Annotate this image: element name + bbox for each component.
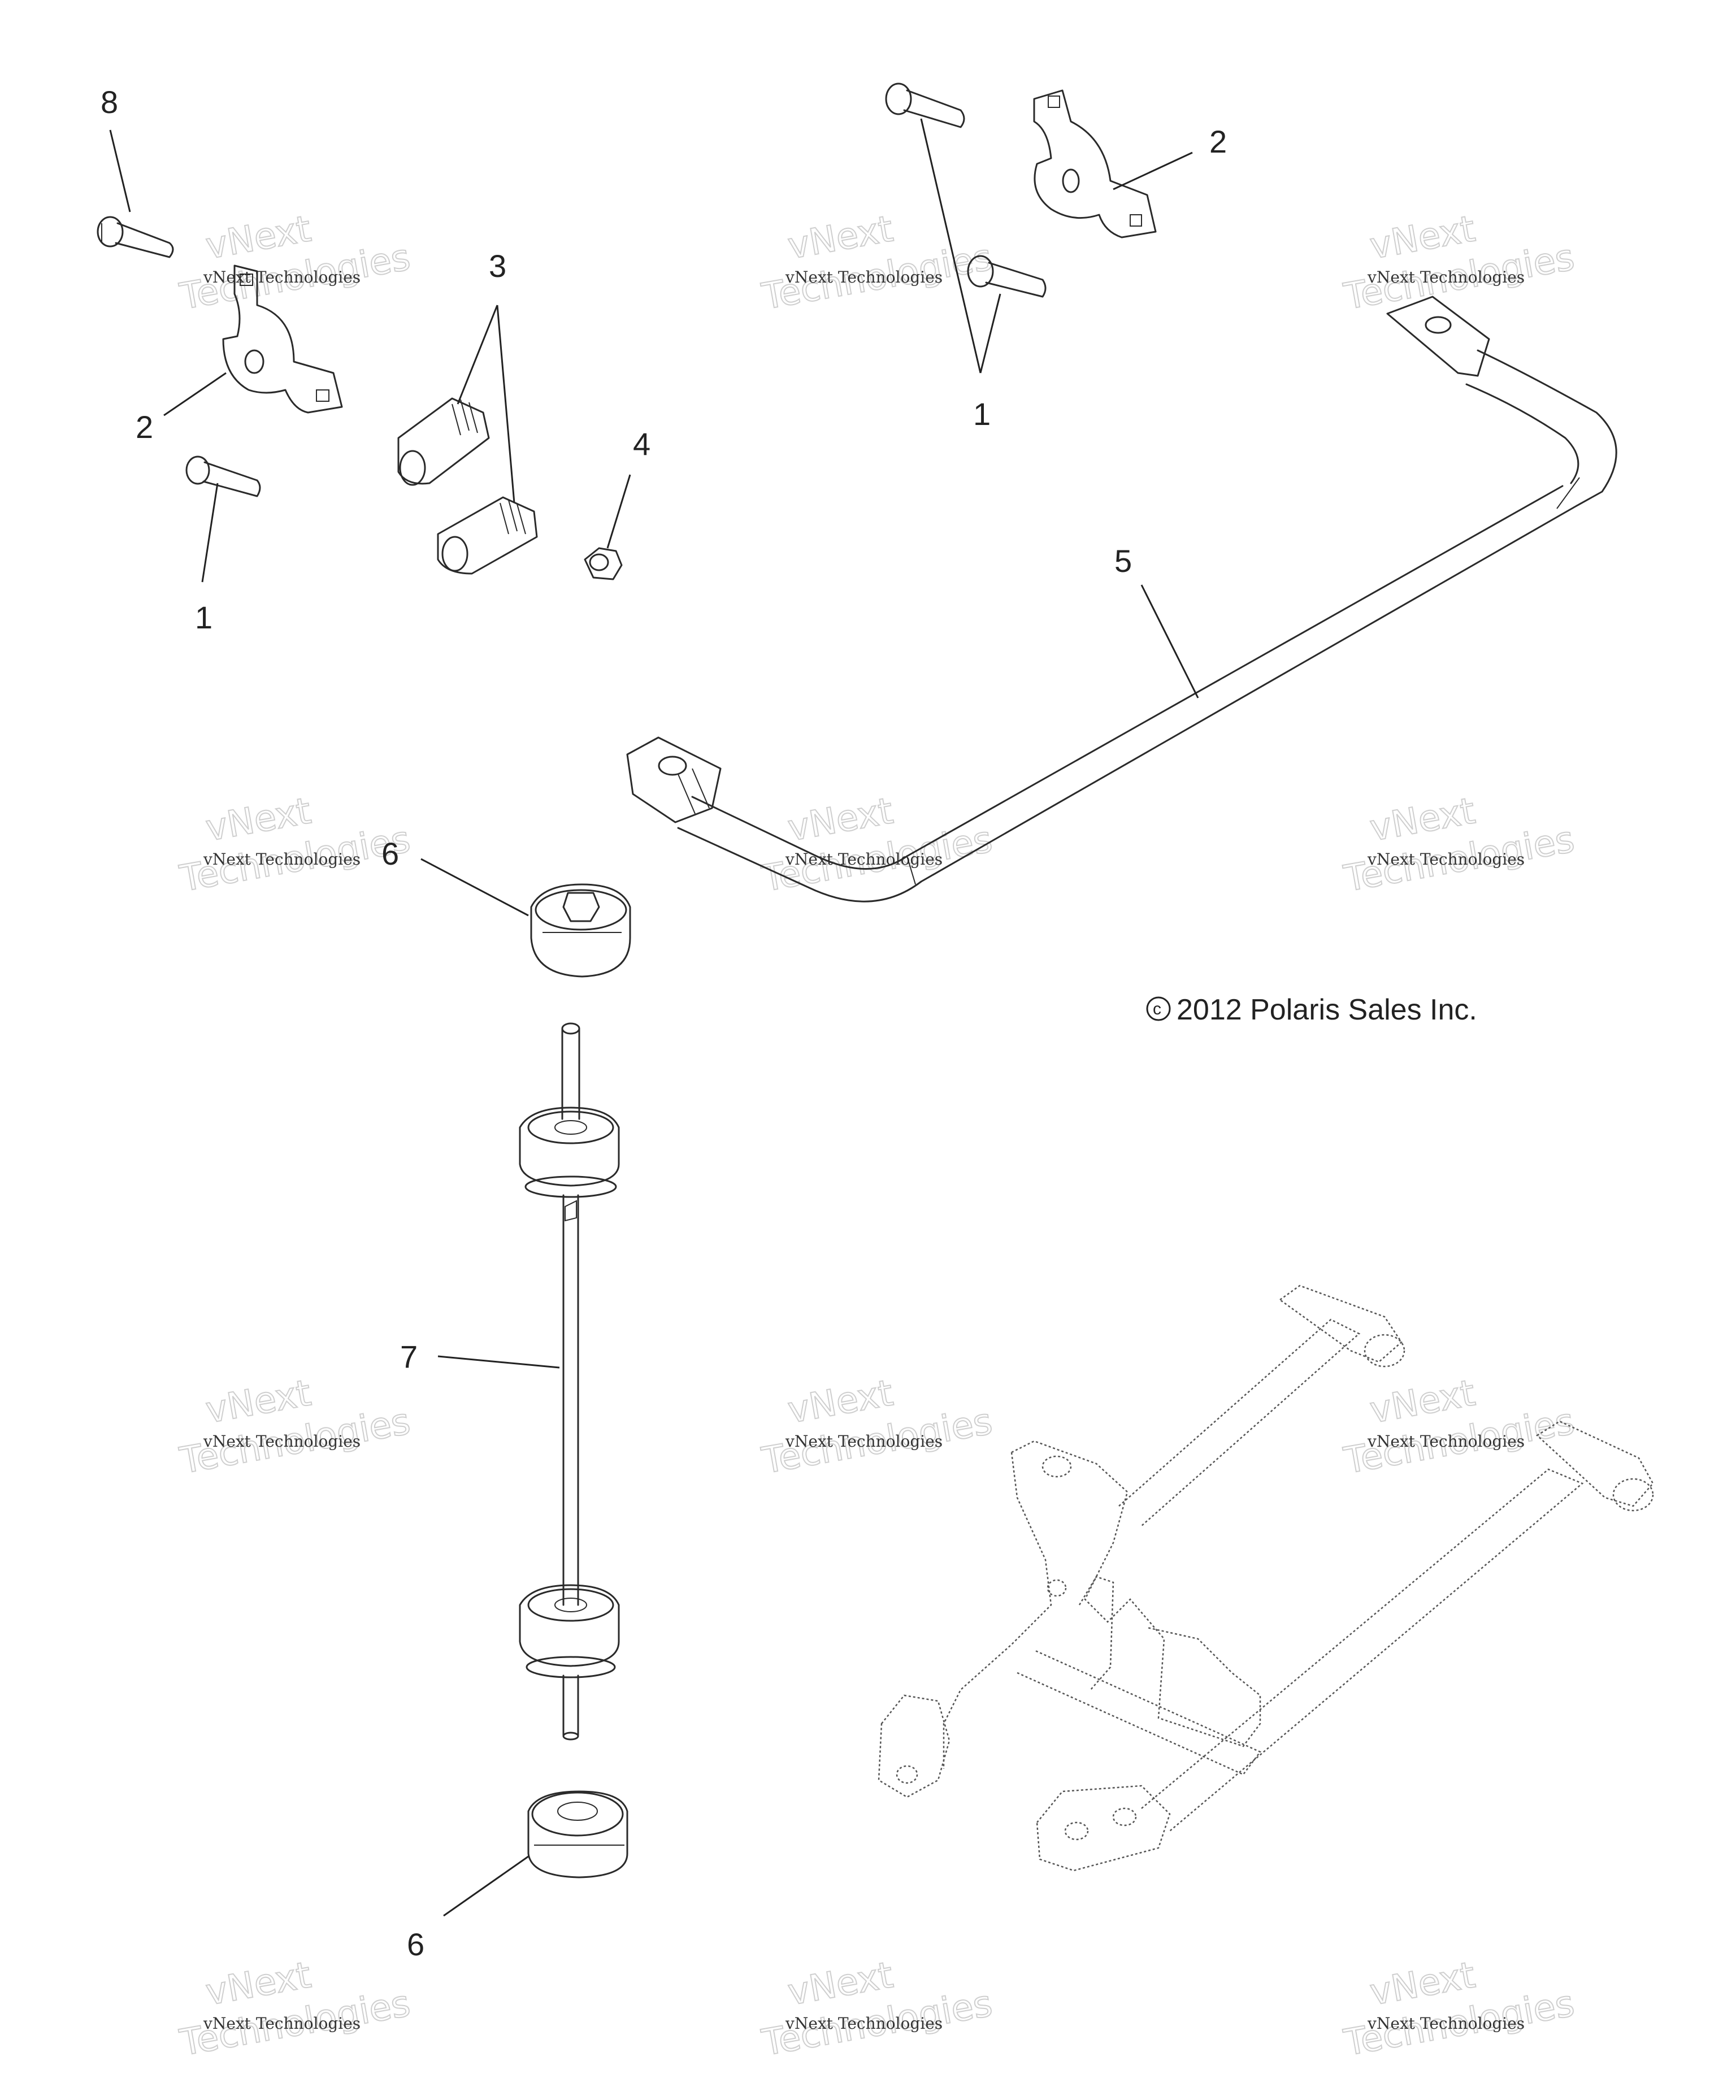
watermark-text: vNext Technologies: [203, 268, 361, 287]
watermark-text: vNext Technologies: [1367, 268, 1525, 287]
leader-2-left: [163, 372, 227, 416]
watermark: Technologies vNext vNext Technologies: [176, 207, 414, 319]
callout-5: 5: [1114, 543, 1132, 579]
leader-lines: [109, 118, 1199, 1917]
part-2-bracket-left: [222, 264, 343, 414]
leader-3-lower: [496, 305, 515, 504]
watermark: Technologies vNext vNext Technologies: [176, 789, 414, 901]
watermark: Technologies vNext vNext Technologies: [1340, 207, 1578, 319]
callout-1-right: 1: [973, 396, 991, 432]
watermark: Technologies vNext vNext Technologies: [758, 207, 996, 319]
part-6-grommet-lower: [527, 1790, 628, 1878]
part-4-nut: [584, 547, 623, 580]
leader-7: [437, 1355, 560, 1369]
watermark: Technologies vNext vNext Technologies: [758, 1954, 996, 2065]
watermark-text: vNext Technologies: [203, 850, 361, 869]
callout-6-top: 6: [381, 836, 399, 871]
callout-3: 3: [489, 248, 506, 284]
leader-8: [109, 129, 131, 212]
callouts: 8 2 3 4 1 1 2 5 6 7 6: [101, 84, 1227, 1962]
callout-1-left: 1: [195, 600, 212, 635]
watermark-text: vNext Technologies: [203, 1432, 361, 1451]
watermark-text: vNext Technologies: [1367, 2014, 1525, 2033]
part-1-bolt-right-lower: [967, 255, 1047, 298]
watermarks: Technologies vNext vNext Technologies Te…: [176, 207, 1578, 2065]
callout-6-bottom: 6: [407, 1927, 424, 1962]
copyright-circle: [1146, 996, 1171, 1021]
leader-3-upper: [457, 305, 498, 405]
part-8-bolt: [97, 216, 174, 258]
callout-7: 7: [400, 1339, 418, 1374]
callout-8: 8: [101, 84, 118, 120]
watermark-text: vNext Technologies: [203, 2014, 361, 2033]
part-1-bolt-left: [185, 455, 261, 497]
callout-2-right: 2: [1209, 124, 1227, 159]
leader-2-right: [1113, 151, 1193, 190]
watermark: Technologies vNext vNext Technologies: [1340, 789, 1578, 901]
leader-6-top: [420, 858, 529, 917]
callout-2-left: 2: [136, 409, 153, 445]
part-2-bracket-right: [1033, 89, 1157, 238]
callout-4: 4: [633, 426, 650, 462]
part-1-bolt-right-upper: [885, 83, 965, 128]
watermark: Technologies vNext vNext Technologies: [176, 1372, 414, 1483]
part-5-stabilizer-bar: [626, 296, 1617, 903]
watermark-text: vNext Technologies: [1367, 850, 1525, 869]
copyright-text: 2012 Polaris Sales Inc.: [1177, 993, 1477, 1026]
reference-a-arm-assembly: [878, 1285, 1654, 1872]
leader-6-bottom: [443, 1855, 529, 1917]
part-3-bushing-upper: [397, 397, 490, 486]
copyright-notice: c 2012 Polaris Sales Inc.: [1146, 993, 1477, 1026]
leader-4: [606, 474, 631, 549]
watermark: Technologies vNext vNext Technologies: [1340, 1954, 1578, 2065]
watermark: Technologies vNext vNext Technologies: [176, 1954, 414, 2065]
watermark-text: vNext Technologies: [785, 2014, 943, 2033]
watermark-text: vNext Technologies: [1367, 1432, 1525, 1451]
watermark: Technologies vNext vNext Technologies: [1340, 1372, 1578, 1483]
watermark-text: vNext Technologies: [785, 1432, 943, 1451]
leader-5: [1140, 584, 1199, 698]
watermark-text: vNext Technologies: [785, 268, 943, 287]
leader-1-left: [201, 483, 219, 583]
watermark: Technologies vNext vNext Technologies: [758, 1372, 996, 1483]
part-7-link-rod: [519, 1022, 620, 1741]
copyright-symbol: c: [1153, 1000, 1161, 1018]
leader-1-right-b: [979, 293, 1001, 374]
part-6-grommet-upper: [530, 883, 631, 978]
leader-1-right-a: [920, 118, 982, 374]
part-3-bushing-lower: [437, 496, 538, 575]
